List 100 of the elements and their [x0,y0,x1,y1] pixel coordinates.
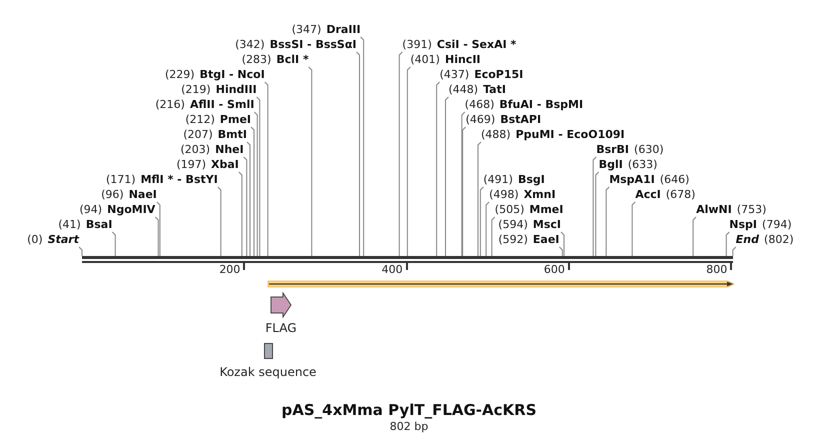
map-title: pAS_4xMma PylT_FLAG-AcKRS [280,401,538,419]
cut-position: (401) [410,53,440,67]
leader-line [692,216,697,256]
leader-line [156,202,160,256]
enzyme-name: AflII - SmlI [190,98,254,112]
leader-line [445,96,449,256]
leader-line [732,246,736,256]
enzyme-name: TatI [483,83,506,97]
cut-position: (448) [448,83,478,97]
leader-line [461,112,466,256]
enzyme-name: BstAPI [500,113,542,127]
scale-label: 400 [382,263,403,276]
enzyme-name: CsiI - SexAI * [436,38,516,52]
enzyme-name: XmnI [524,188,556,202]
cut-position: (0) [27,233,43,247]
scale-label: 600 [544,263,565,276]
cut-position: (468) [464,98,494,112]
leader-line [462,126,466,256]
enzyme-name: EaeI [532,233,560,247]
orf-feature-bar [266,279,735,289]
feature-label: FLAG [265,321,297,335]
enzyme-name: PmeI [220,113,251,127]
leader-line [592,156,597,256]
cut-position: (592) [498,233,528,247]
cut-position: (505) [494,203,524,217]
cut-position: (391) [402,38,432,52]
cut-position: (678) [666,188,696,202]
enzyme-name: NheI [215,143,244,157]
leader-line [406,66,411,256]
enzyme-name: MmeI [529,203,564,217]
leader-line [250,126,254,256]
cut-position: (219) [181,83,211,97]
leader-line [112,232,116,256]
enzyme-name: EcoP15I [474,68,524,82]
sequence-end-label: Start [48,233,79,247]
cut-position: (498) [489,188,519,202]
leader-line [632,202,636,256]
cut-position: (630) [634,143,664,157]
cut-position: (491) [483,173,513,187]
cut-position: (94) [80,203,102,217]
cut-position: (646) [660,173,690,187]
cut-position: (488) [481,128,511,142]
enzyme-name: NspI [729,218,758,232]
scale-label: 800 [706,263,728,276]
leader-line [238,172,242,256]
leader-line [398,52,403,256]
enzyme-name: NaeI [128,188,157,202]
cut-position: (342) [235,38,265,52]
leader-line [243,156,248,256]
cut-position: (203) [180,143,210,157]
leader-line [217,186,222,256]
cut-position: (171) [106,173,136,187]
enzyme-name: HincII [444,53,480,67]
enzyme-name: AlwNI [696,203,732,217]
leader-line [254,112,258,256]
enzyme-name: HindIII [216,83,257,97]
leader-line [78,246,82,256]
leader-line [560,232,564,256]
cut-position: (207) [183,128,213,142]
leader-line [486,202,490,256]
enzyme-name: NgoMIV [107,203,156,217]
scale-label: 200 [219,263,240,276]
enzyme-name: BssSI - BssSαI [270,38,356,52]
enzyme-name: MflI * - BstYI [140,173,218,187]
cut-position: (216) [155,98,185,112]
cut-position: (437) [440,68,470,82]
cut-position: (283) [242,53,272,67]
cut-position: (347) [292,23,322,37]
enzyme-name: BtgI - NcoI [200,68,265,82]
leader-line [595,172,600,256]
leader-line [154,216,159,256]
leader-line [726,232,730,256]
cut-position: (594) [498,218,528,232]
enzyme-name: MscI [532,218,561,232]
cut-position: (753) [736,203,766,217]
leader-line [436,82,440,256]
enzyme-name: AccI [635,188,661,202]
cut-position: (229) [165,68,195,82]
enzyme-name: XbaI [211,158,239,172]
enzyme-name: BclI * [276,53,309,67]
sequence-end-label: End [736,233,760,247]
leader-line [478,142,482,256]
leader-line [308,66,312,256]
feature-label: Kozak sequence [220,365,316,379]
cut-position: (802) [764,233,794,247]
cut-position: (633) [628,158,658,172]
enzyme-name: MspA1I [609,173,655,187]
enzyme-name: BmtI [218,128,247,142]
enzyme-name: BsgI [518,173,545,187]
leader-line [246,142,250,256]
cut-position: (794) [762,218,792,232]
dna-backbone [82,256,733,263]
leader-line [606,186,610,256]
leader-line [360,36,364,256]
cut-position: (197) [176,158,206,172]
leader-line [491,216,496,256]
cut-position: (212) [185,113,215,127]
leader-line [264,82,268,256]
enzyme-name: BsrBI [596,143,630,157]
leader-line [480,186,484,256]
